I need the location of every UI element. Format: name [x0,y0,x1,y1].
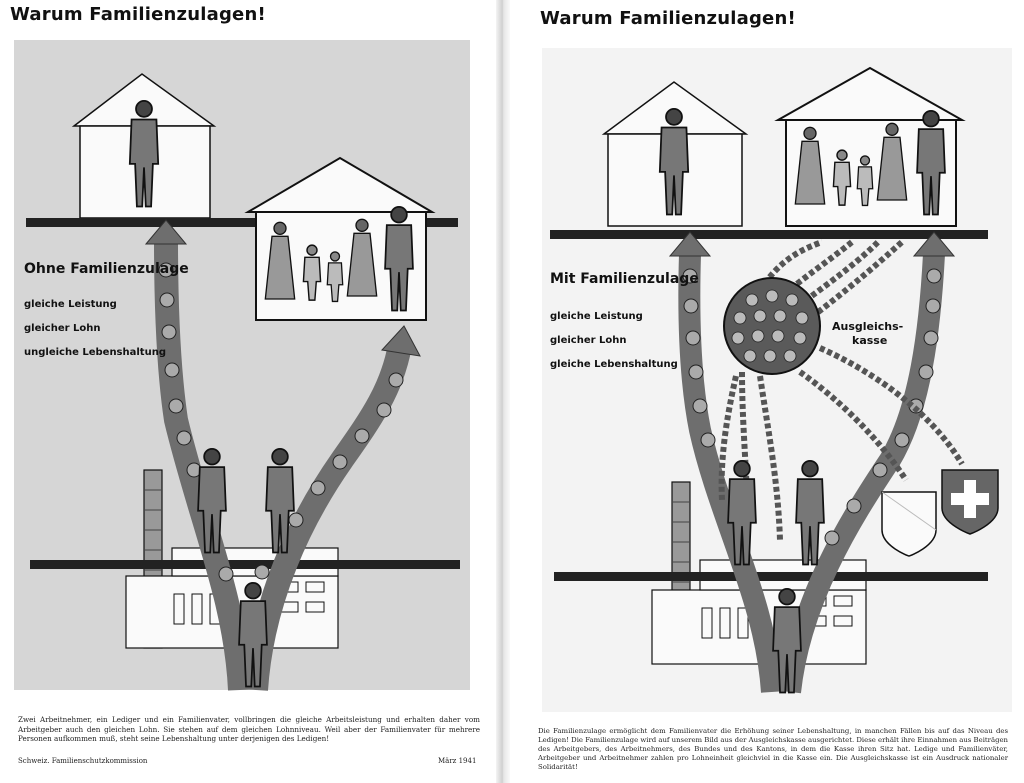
wage-arrow-single [144,219,252,691]
house-family [244,156,436,321]
coins-left [158,262,404,582]
wage-arrow-family [244,325,421,691]
worker-father [795,460,825,566]
living-standard-bar [26,218,458,227]
statement-2: gleicher Lohn [24,323,101,334]
swiss-shield-icon [941,469,999,535]
wage-level-bar [30,560,460,569]
statement-1: gleiche Leistung [550,311,643,322]
canton-shield-icon [881,491,937,557]
illustration-right [550,66,999,694]
scenario-heading: Mit Familienzulage [550,271,699,287]
poster-title: Warum Familienzulagen! [10,4,266,25]
statement-3: ungleiche Lebenshaltung [24,347,166,358]
illustration-left [26,73,460,691]
poster-right: Warum Familienzulagen! [510,0,1024,783]
fund-label-line-1: Ausgleichs- [832,320,904,333]
poster-left: Warum Familienzulagen! [0,0,496,783]
coins-right [682,268,942,546]
living-standard-bar [550,230,988,239]
wage-arrow-family [779,231,956,694]
wage-level-bar [554,572,988,581]
poster-caption: Die Familienzulage ermöglicht dem Famili… [538,727,1008,772]
fund-label-line-2: kasse [852,333,888,347]
publisher: Schweiz. Familienschutzkommission [18,757,148,765]
statement-2: gleicher Lohn [550,335,627,346]
publication-date: März 1941 [438,757,477,765]
fund-label: Ausgleichs- kasse [832,320,903,348]
poster-caption: Zwei Arbeitnehmer, ein Lediger und ein F… [18,715,480,743]
compensation-fund [723,277,821,375]
poster-title: Warum Familienzulagen! [540,8,796,29]
book-spine [496,0,510,783]
scenario-heading: Ohne Familienzulage [24,261,189,277]
statement-3: gleiche Lebenshaltung [550,359,678,370]
statement-1: gleiche Leistung [24,299,117,310]
house-family [774,66,966,227]
